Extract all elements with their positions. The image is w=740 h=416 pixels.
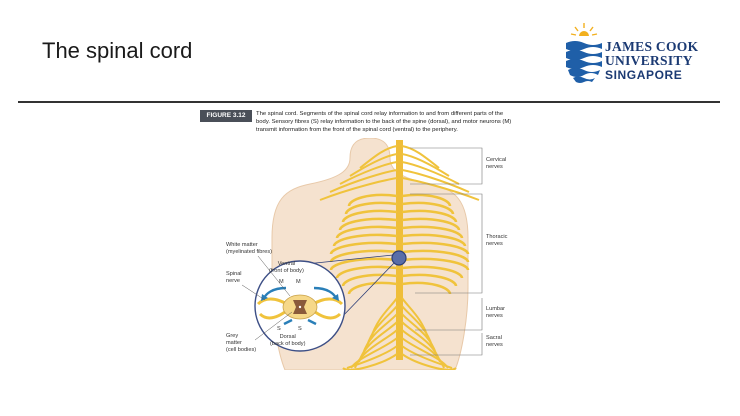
sun-icon [566,23,602,42]
rib-nerve-right [401,193,452,207]
rib-nerve-left [332,233,398,247]
rib-nerve-right [401,209,458,223]
rib-nerve-right [401,233,467,247]
label-lumbar: Lumbar nerves [486,306,505,319]
label-spinal-nerve: Spinal nerve [226,271,242,284]
label-thoracic: Thoracic nerves [486,234,508,247]
jcu-logo [566,23,602,83]
label-m-left: M [279,279,284,285]
rib-nerve-right [401,225,464,239]
rib-nerve-right [401,281,452,295]
rib-nerve-right [401,249,470,263]
logo-line-1: JAMES COOK [605,39,699,54]
cervical-nerve-right [401,169,470,193]
cervical-nerve-right [401,145,440,169]
rib-nerve-left [341,209,398,223]
figure-caption: The spinal cord. Segments of the spinal … [256,110,538,134]
label-dorsal: Dorsal (back of body) [270,334,306,347]
rib-nerve-right [401,265,464,279]
logo-line-2: UNIVERSITY [605,53,693,68]
logo-line-3: SINGAPORE [605,68,683,82]
rib-nerve-right [401,217,461,231]
lumbar-nerve-right [401,345,453,369]
rib-nerve-left [335,225,398,239]
cervical-nerve-right [401,153,450,177]
label-grey-matter: Grey matter (cell bodies) [226,333,257,353]
caption-line: body. Sensory fibres (S) relay informati… [256,119,512,125]
rib-nerve-right [401,257,470,271]
label-sacral: Sacral nerves [486,335,503,348]
slide-title: The spinal cord [42,38,193,63]
cervical-nerve-left [339,161,398,185]
rib-nerve-left [329,241,398,255]
title-divider [18,101,720,103]
rib-nerve-left [344,201,398,215]
cervical-nerve-left [349,153,398,177]
rib-nerve-right [401,273,458,287]
spinal-column [396,140,403,360]
rib-nerve-left [335,265,398,279]
figure-badge: FIGURE 3.12 [200,110,252,122]
section-marker [391,250,407,266]
rib-nerve-left [329,257,398,271]
cervical-nerves-drawing [319,145,480,201]
rib-nerve-left [341,273,398,287]
label-m-right: M [296,279,301,285]
rib-nerve-right [401,241,470,255]
label-s-right: S [298,326,302,332]
waves-icon [566,41,602,83]
cervical-nerve-right [401,161,460,185]
cervical-nerve-left [329,169,398,193]
lumbar-nerve-right [401,353,457,370]
rib-nerve-left [329,249,398,263]
label-cervical: Cervical nerves [486,157,507,170]
caption-line: The spinal cord. Segments of the spinal … [256,111,504,117]
thoracic-ribs [329,193,470,295]
lumbar-nerve-left [342,353,398,370]
label-s-left: S [277,326,281,332]
label-ventral: Ventral (front of body) [269,261,304,274]
cervical-nerve-left [359,145,398,169]
spinal-cord-illustration [200,138,540,370]
cervical-nerve-left [319,177,398,201]
region-brackets [410,147,483,356]
rib-nerve-left [347,193,398,207]
label-white-matter: White matter (myelinated fibres) [226,242,273,255]
logo-text: JAMES COOK UNIVERSITY SINGAPORE [605,39,699,83]
caption-line: transmit information from the front of t… [256,127,458,133]
cervical-nerve-right [401,177,480,201]
lumbar-nerve-left [346,345,398,369]
rib-nerve-right [401,201,455,215]
lower-nerves-drawing [342,297,457,370]
rib-nerve-left [338,217,398,231]
rib-nerve-left [347,281,398,295]
